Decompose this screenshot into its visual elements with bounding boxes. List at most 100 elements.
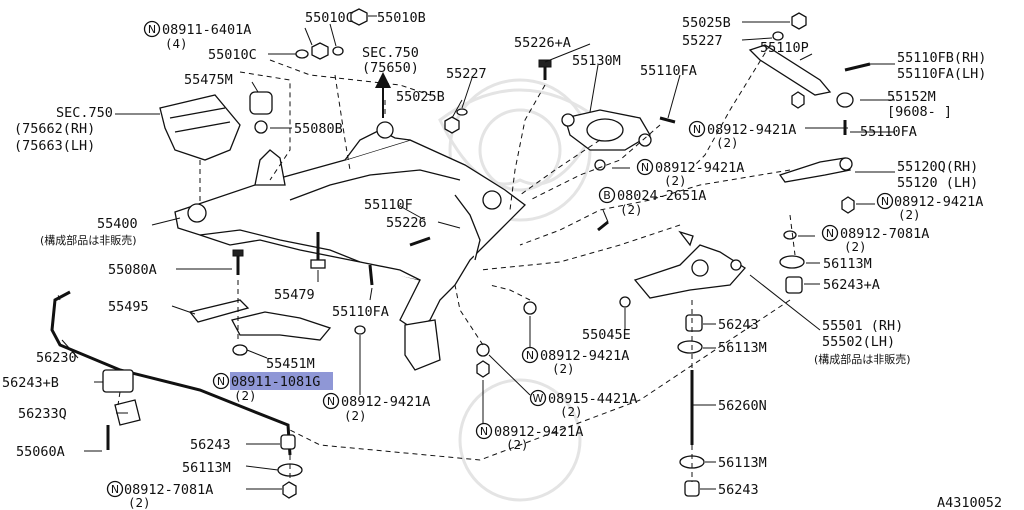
nut-prefix-symbol: N — [693, 123, 701, 136]
label-56260N: 56260N — [718, 398, 767, 414]
label-08912-9421A-a: 08912-9421A — [341, 394, 430, 410]
dashed-guides — [57, 44, 796, 482]
label-55226-A: 55226+A — [514, 35, 571, 51]
label-55502-lh: 55502(LH) — [822, 334, 895, 350]
label-55152M: 55152M — [887, 89, 936, 105]
label-55227-a: 55227 — [446, 66, 487, 82]
label-55479: 55479 — [274, 287, 315, 303]
label-55080B: 55080B — [294, 121, 343, 137]
diagram-code: A4310052 — [937, 495, 1002, 510]
label-55152M-range: [9608- ] — [887, 104, 952, 120]
mount-insulator — [249, 91, 273, 134]
label-55400: 55400 — [97, 216, 138, 232]
label-08912-9421A-b: 08912-9421A — [707, 122, 796, 138]
note-not-sold-2: (構成部品は非販売) — [814, 352, 911, 366]
qty-2-e: (2) — [664, 173, 687, 188]
nut-prefix-symbol: N — [148, 23, 156, 36]
lateral-link — [748, 12, 854, 108]
label-55110FB-rh: 55110FB(RH) — [897, 50, 986, 66]
label-08024-2651A: 08024-2651A — [617, 188, 706, 204]
rear-subframe — [174, 121, 526, 371]
label-56233Q: 56233Q — [18, 406, 67, 422]
qty-2-f: (2) — [898, 207, 921, 222]
label-sec750-top-ref: (75650) — [362, 60, 419, 76]
label-55120-lh: 55120 (LH) — [897, 175, 978, 191]
nut-prefix-symbol: N — [826, 227, 834, 240]
small-brackets — [188, 299, 332, 356]
label-08912-7081A-a: 08912-7081A — [124, 482, 213, 498]
label-56113M-d: 56113M — [718, 455, 767, 471]
label-55110F: 55110F — [364, 197, 413, 213]
bolts — [106, 59, 871, 450]
label-55130M: 55130M — [572, 53, 621, 69]
label-55025B-a: 55025B — [396, 89, 445, 105]
label-55451M: 55451M — [266, 356, 315, 372]
label-55060A: 55060A — [16, 444, 65, 460]
label-55495: 55495 — [108, 299, 149, 315]
label-55110P: 55110P — [760, 40, 809, 56]
upper-arm — [561, 109, 652, 151]
nut-prefix-symbol: N — [641, 161, 649, 174]
label-56113M-b: 56113M — [823, 256, 872, 272]
label-55010C-a: 55010C — [305, 10, 354, 26]
label-55080A: 55080A — [108, 262, 157, 278]
label-55110FA-b: 55110FA — [640, 63, 697, 79]
label-56243-A: 56243+A — [823, 277, 880, 293]
part-labels: N 08911-6401A (4) 55010C 55010B 55010C S… — [2, 10, 1002, 510]
label-sec750-left-rh: (75662(RH) — [14, 121, 95, 137]
qty-2-j: (2) — [560, 404, 583, 419]
qty-4: (4) — [165, 36, 188, 51]
label-08912-9421A-d: 08912-9421A — [894, 194, 983, 210]
label-55045E: 55045E — [582, 327, 631, 343]
washer-prefix-symbol: W — [533, 392, 544, 405]
label-55226-a: 55226 — [386, 215, 427, 231]
label-sec750-left-lh: (75663(LH) — [14, 138, 95, 154]
qty-2-a: (2) — [234, 388, 257, 403]
note-not-sold-1: (構成部品は非販売) — [40, 233, 137, 247]
label-08911-1081G[interactable]: 08911-1081G — [231, 374, 320, 390]
nut-prefix-symbol: N — [881, 195, 889, 208]
lower-link — [778, 157, 855, 214]
label-56230: 56230 — [36, 350, 77, 366]
qty-2-b: (2) — [344, 408, 367, 423]
label-55110FA-c: 55110FA — [860, 124, 917, 140]
label-08915-4421A: 08915-4421A — [548, 391, 637, 407]
label-08912-9421A-f: 08912-9421A — [494, 424, 583, 440]
label-55010B: 55010B — [377, 10, 426, 26]
qty-2-h: (2) — [844, 239, 867, 254]
nut-prefix-symbol: N — [217, 375, 225, 388]
label-sec750-top: SEC.750 — [362, 45, 419, 61]
leader-lines — [61, 15, 895, 490]
qty-2-k: (2) — [506, 437, 529, 452]
label-sec750-left: SEC.750 — [56, 105, 113, 121]
label-56243-B: 56243+B — [2, 375, 59, 391]
label-55475M: 55475M — [184, 72, 233, 88]
label-56243-c: 56243 — [718, 482, 759, 498]
label-08911-6401A: 08911-6401A — [162, 22, 251, 38]
label-56243-a: 56243 — [190, 437, 231, 453]
body-mount-bracket — [159, 94, 241, 161]
lower-arm — [633, 230, 746, 299]
label-56113M-a: 56113M — [182, 460, 231, 476]
qty-2-c: (2) — [128, 495, 151, 510]
nut-prefix-symbol: N — [327, 395, 335, 408]
label-55025B-b: 55025B — [682, 15, 731, 31]
label-55120Q-rh: 55120Q(RH) — [897, 159, 978, 175]
label-08912-9421A-c: 08912-9421A — [655, 160, 744, 176]
label-55110FA-lh: 55110FA(LH) — [897, 66, 986, 82]
nut-prefix-symbol: N — [526, 349, 534, 362]
qty-2-d: (2) — [716, 135, 739, 150]
qty-2-g: (2) — [620, 202, 643, 217]
stabilizer-link-rod — [679, 370, 705, 497]
label-55227-b: 55227 — [682, 33, 723, 49]
label-55501-rh: 55501 (RH) — [822, 318, 903, 334]
label-55010C-b: 55010C — [208, 47, 257, 63]
bolt-prefix-symbol: B — [603, 189, 611, 202]
qty-2-i: (2) — [552, 361, 575, 376]
label-56243-b: 56243 — [718, 317, 759, 333]
right-bushings — [677, 230, 805, 354]
nut-prefix-symbol: N — [111, 483, 119, 496]
label-08912-7081A-b: 08912-7081A — [840, 226, 929, 242]
